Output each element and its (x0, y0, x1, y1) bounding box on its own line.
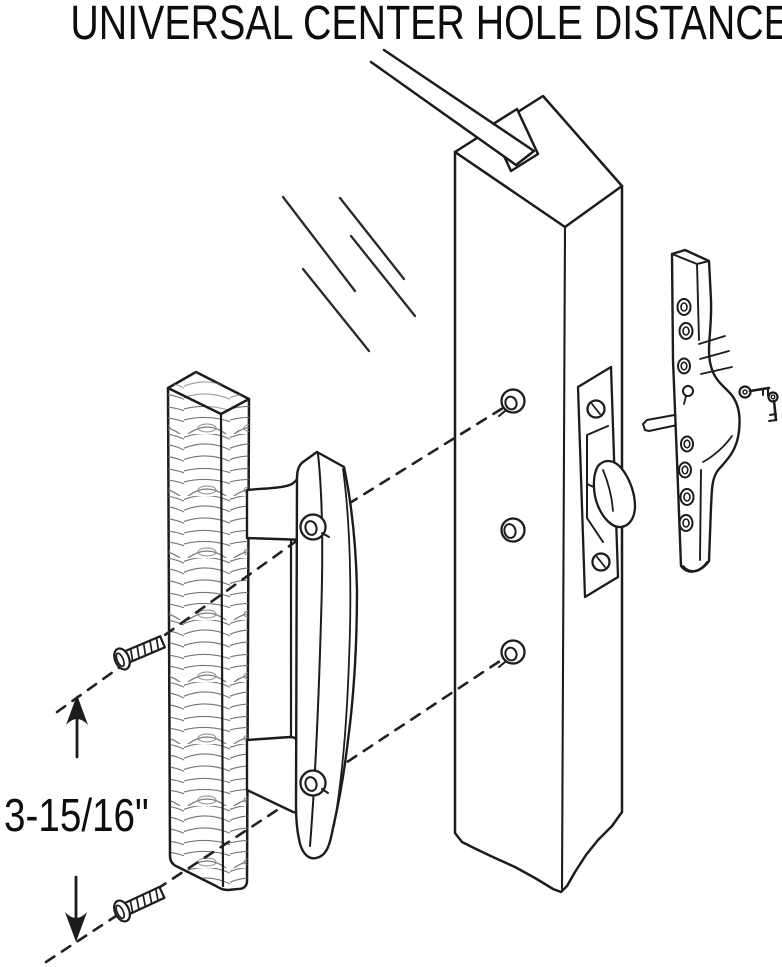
dimension-arrow-down (65, 875, 87, 942)
mortise-latch-plate (576, 365, 637, 599)
dimension-label: 3-15/16" (4, 789, 149, 841)
exterior-handle-holes (676, 298, 695, 532)
glass-reflection-lines (281, 195, 417, 353)
key-icons (738, 385, 779, 422)
dimension-arrow-up (66, 695, 88, 759)
stile-hole-top (498, 388, 526, 417)
mounting-screw-top (110, 630, 168, 673)
latch-hook (592, 459, 637, 529)
door-stile (453, 94, 624, 894)
handle-hole-bottom (299, 769, 329, 797)
key-icon-vertical (767, 391, 779, 422)
projection-dashed-lines (44, 406, 505, 964)
top-rail-bar (369, 48, 540, 173)
key-icon-horizontal (738, 385, 771, 399)
handle-escutcheon (294, 450, 359, 860)
handle-bottom-arm (245, 735, 302, 814)
stile-hole-bottom (498, 639, 526, 668)
interior-handle (245, 450, 359, 860)
stile-hole-middle (500, 517, 526, 543)
diagram-title: UNIVERSAL CENTER HOLE DISTANCE (70, 0, 782, 50)
mounting-screw-bottom (109, 881, 168, 926)
handle-hole-top (299, 513, 330, 541)
exterior-handle (670, 248, 741, 573)
keyhole (682, 385, 694, 397)
wood-backing-plate (166, 370, 251, 892)
